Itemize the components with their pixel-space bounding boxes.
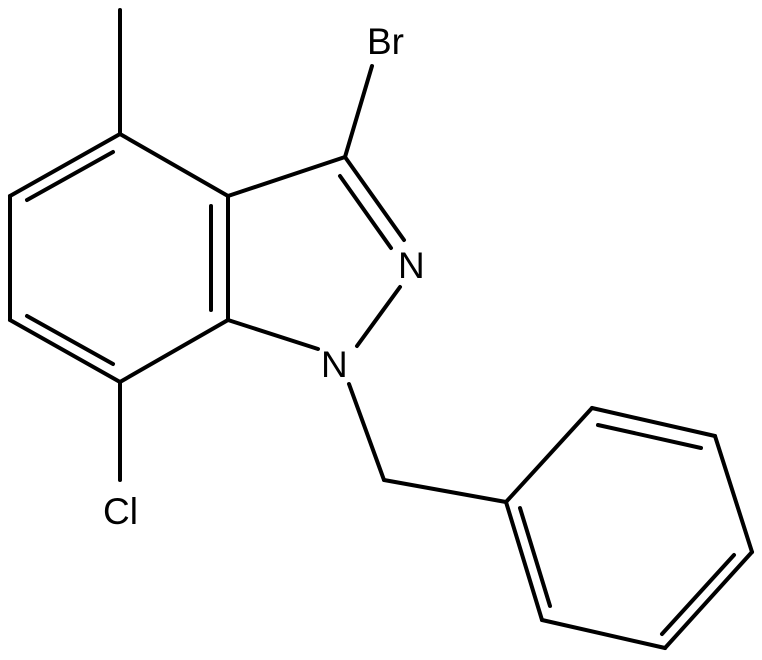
bond-n1-c7a xyxy=(226,318,320,351)
bond-ph-1-2 xyxy=(504,406,594,504)
atom-labels: Br N N Cl xyxy=(103,21,425,532)
bond-c3-br xyxy=(343,64,374,159)
bond-c3-n2-inner xyxy=(338,174,393,250)
bond-n2-n1 xyxy=(355,285,402,348)
bond-ph-2-3-inner xyxy=(596,423,703,450)
bond-c6-c7 xyxy=(8,318,122,384)
bond-ph-3-4 xyxy=(713,434,754,554)
bond-ph-6-1-inner xyxy=(518,506,552,608)
bond-c3a-c3 xyxy=(226,155,347,198)
atom-label-n2: N xyxy=(398,245,425,286)
bond-c3a-c4 xyxy=(118,132,230,198)
bond-c6-c7-inner xyxy=(25,314,115,366)
bond-ph-5-6 xyxy=(540,618,667,650)
atom-label-n1: N xyxy=(321,344,348,385)
bond-ph-2-3 xyxy=(590,406,717,438)
bond-n1-ch2 xyxy=(347,382,386,482)
bond-ph-4-5 xyxy=(663,550,754,650)
bond-c3-n2 xyxy=(343,155,406,242)
bond-ph-6-1 xyxy=(504,500,544,622)
bond-ch2-cipso xyxy=(382,478,508,504)
bond-c4-c5-inner xyxy=(25,150,115,202)
atom-label-cl: Cl xyxy=(103,491,138,532)
bond-layer xyxy=(8,8,754,650)
bond-ph-4-5-inner xyxy=(660,553,736,636)
bond-c7-c7a xyxy=(118,318,230,384)
atom-label-br: Br xyxy=(367,21,404,62)
bond-c4-c5 xyxy=(8,132,122,198)
